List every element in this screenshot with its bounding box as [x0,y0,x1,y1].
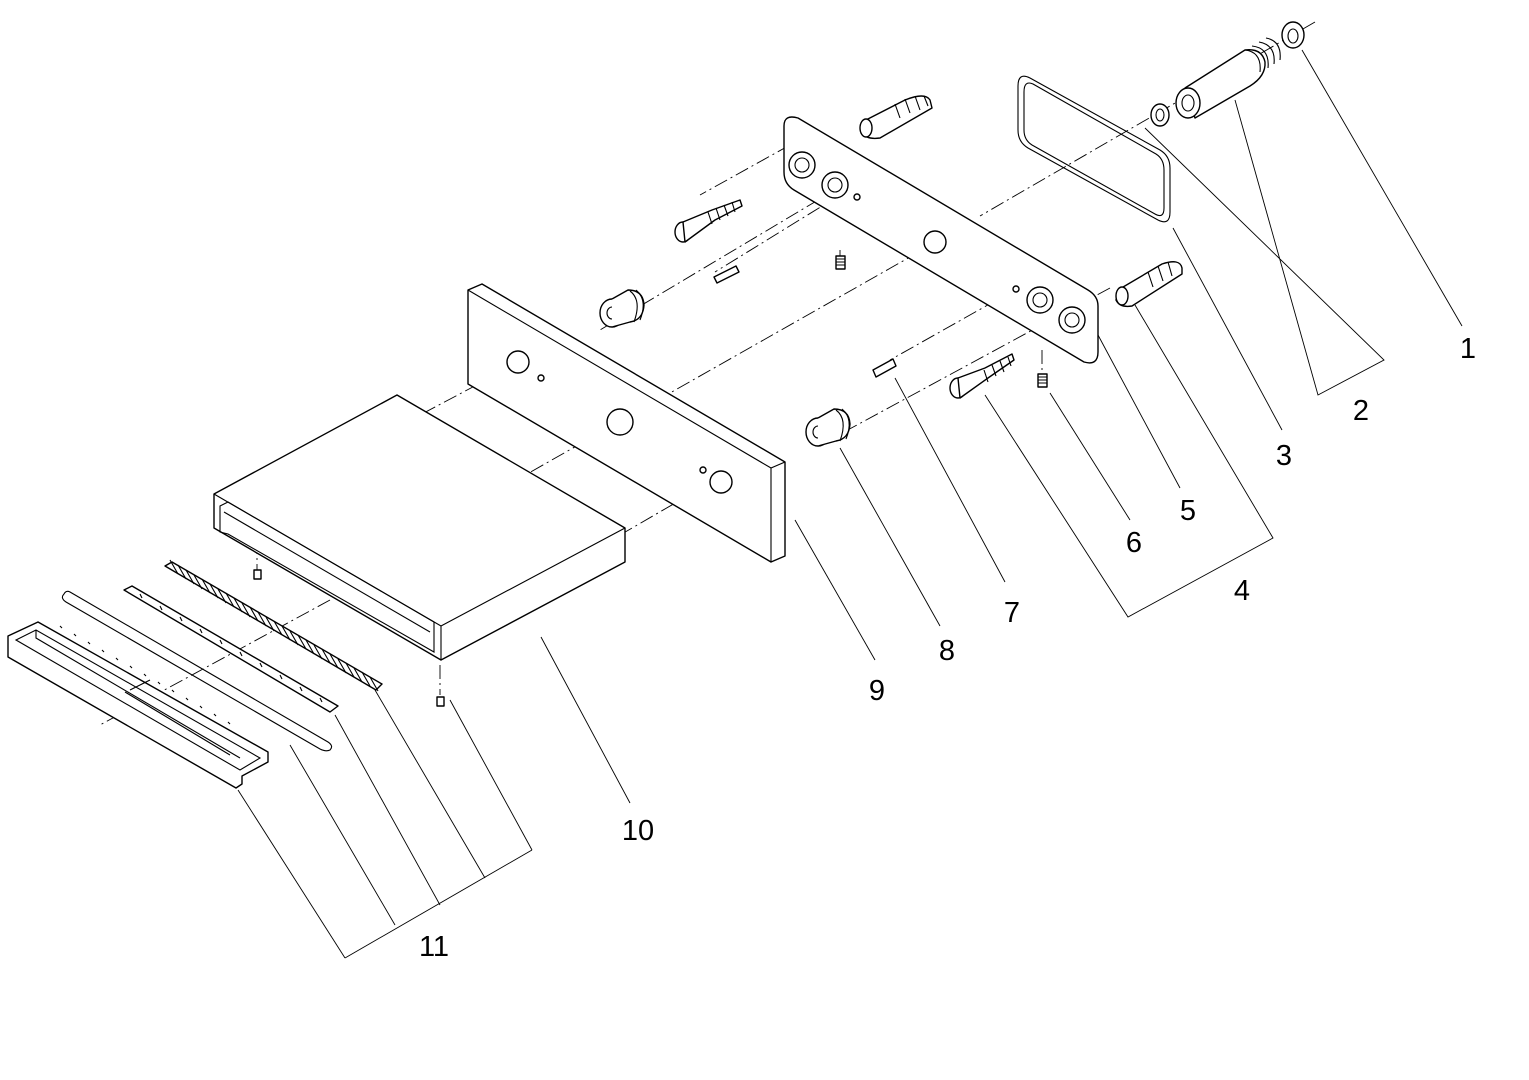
callout-11: 11 [419,931,449,963]
callout-10: 10 [622,815,654,847]
callout-4: 4 [1234,575,1250,607]
spout-screws [253,569,445,707]
cover-plate [467,283,786,563]
nipple-upper [599,289,645,328]
seal-loop [61,590,333,752]
center-axes [99,21,1316,726]
seal-ring [1281,21,1305,49]
callout-9: 9 [869,675,885,707]
callout-3: 3 [1276,440,1292,472]
callout-6: 6 [1126,527,1142,559]
callout-5: 5 [1180,495,1196,527]
callout-2: 2 [1353,395,1369,427]
extension-pipe [1150,37,1281,127]
pin-upper [713,265,740,284]
callouts: 1 2 3 4 5 6 7 8 9 10 11 [419,333,1476,963]
wall-plug-upper [859,95,933,140]
callout-7: 7 [1004,597,1020,629]
grub-screw-lower [1037,373,1048,388]
wall-plug-right [1115,261,1183,308]
callout-8: 8 [939,635,955,667]
screw-upper [674,199,743,243]
pin-lower [872,358,897,378]
outlet-frame [7,621,269,789]
grub-screw-upper [835,255,846,270]
wall-plate [783,116,1099,364]
screw-lower [949,353,1015,399]
gasket-frame [1017,75,1171,223]
nipple-lower [805,408,851,447]
spout-body [213,394,626,661]
leader-lines [237,49,1463,959]
callout-1: 1 [1460,333,1476,365]
spring-element [164,559,383,692]
perforated-strip [123,585,339,713]
